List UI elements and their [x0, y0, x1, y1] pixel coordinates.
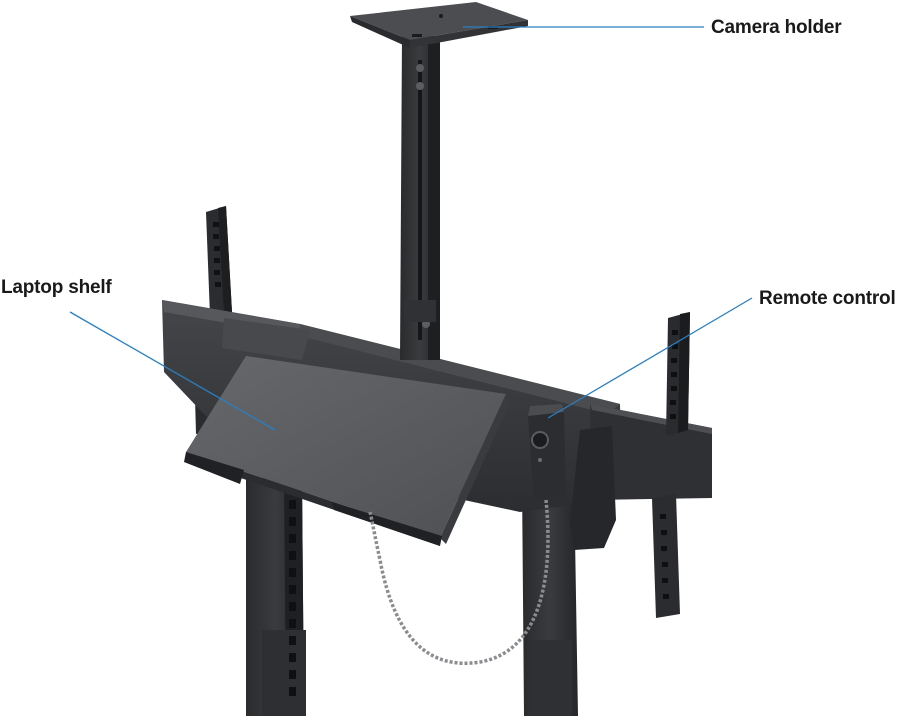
remote-control-icon — [528, 404, 616, 550]
laptop-shelf-tray — [184, 318, 512, 546]
left-pillar-slots — [289, 500, 296, 696]
leader-lines — [69, 26, 753, 431]
remote-control-leader — [547, 297, 753, 419]
laptop-shelf-leader — [69, 311, 276, 431]
right-pillar — [522, 478, 578, 716]
laptop-shelf-label: Laptop shelf — [1, 277, 112, 298]
camera-holder-plate-icon — [350, 2, 528, 48]
right-vesa-bracket — [652, 312, 690, 618]
control-cable — [368, 499, 550, 665]
left-pillar — [246, 478, 306, 716]
camera-mast — [400, 36, 440, 360]
camera-holder-label: Camera holder — [711, 17, 842, 38]
remote-control-label: Remote control — [759, 288, 896, 309]
